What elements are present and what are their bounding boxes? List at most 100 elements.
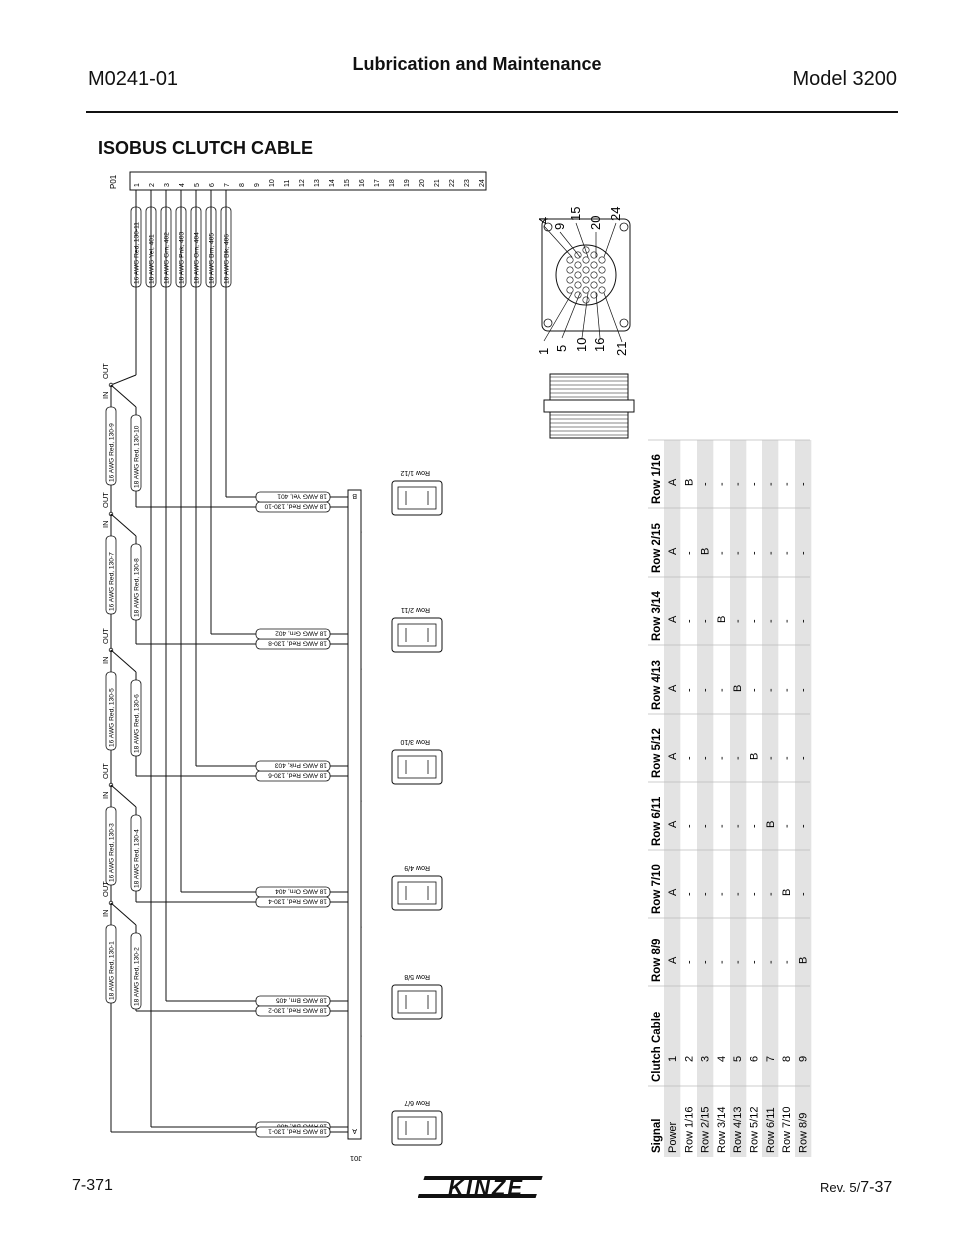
wire-label: 18 AWG Pnk, 403 [275, 762, 327, 769]
p01-pin-label: 12 [299, 179, 306, 187]
table-cell: 1 [667, 1056, 679, 1062]
table-stripe [762, 440, 779, 1157]
table-cell: - [797, 619, 809, 623]
p01-label: P01 [109, 174, 118, 189]
wire-label-box [255, 1005, 331, 1017]
wire-label-box [130, 543, 142, 621]
table-cell: - [732, 482, 744, 486]
table-cell: - [749, 482, 761, 486]
jack-row-label: Row 3/10 [400, 738, 430, 745]
p01-pin-label: 13 [314, 179, 321, 187]
wire-label-box [130, 679, 142, 757]
table-cell: A [667, 615, 679, 623]
table-cell: Row 3/14 [716, 1107, 728, 1153]
connector-face-leader [575, 222, 589, 258]
jack-connector-inner [397, 486, 437, 510]
p01-pin-label: 4 [179, 183, 186, 187]
wire-label: 16 AWG Red, 130-11 [134, 222, 141, 284]
wire-label-box [105, 924, 117, 1004]
splice-out-label: OUT [101, 492, 110, 508]
p01-pin-label: 7 [224, 183, 231, 187]
page-number-left: 7-371 [72, 1177, 113, 1194]
p01-pin-label: 23 [464, 179, 471, 187]
table-cell: - [732, 892, 744, 896]
jack-connector-inner [397, 881, 437, 905]
table-cell: - [732, 756, 744, 760]
wire-label-box [255, 628, 331, 640]
wire-label: 18 AWG Red, 130-8 [268, 640, 327, 647]
wire-label: 18 AWG Pnk, 403 [179, 232, 186, 284]
table-cell: - [749, 892, 761, 896]
wire-label: 18 AWG Red, 130-10 [264, 503, 327, 510]
p01-pin-label: 8 [239, 183, 246, 187]
wire-label-box [105, 671, 117, 751]
table-cell: 7 [765, 1056, 777, 1062]
p01-pin-label: 16 [359, 179, 366, 187]
connector-pin [598, 256, 606, 264]
table-cell: - [749, 551, 761, 555]
p01-pin-label: 1 [134, 183, 141, 187]
table-cell: Row 1/16 [683, 1107, 695, 1153]
connector-pin [566, 256, 574, 264]
wire-label-box [255, 1126, 331, 1138]
mounting-hole [619, 318, 629, 328]
connector-face-leader [561, 292, 581, 339]
wire-label-box [255, 760, 331, 772]
jack-row-label: Row 2/11 [401, 606, 430, 613]
p01-pin-label: 15 [344, 179, 351, 187]
splice-in-label: IN [101, 521, 110, 529]
svg-text:KINZE: KINZE [448, 1175, 524, 1200]
table-cell: - [732, 619, 744, 623]
splice-out-label: OUT [101, 881, 110, 897]
wire-label-box [255, 896, 331, 908]
table-cell: - [765, 619, 777, 623]
table-cell: - [683, 756, 695, 760]
connector-side-thread [549, 373, 629, 401]
connector-face-leader [581, 292, 589, 339]
jack-name: J01 [350, 1154, 362, 1163]
connector-face-label: 21 [614, 342, 629, 356]
connector-pin [582, 276, 590, 284]
connector-pin [598, 266, 606, 274]
p01-pin-label: 20 [419, 179, 426, 187]
revision-label: Rev. 5/7-37 [820, 1179, 892, 1197]
table-cell: - [732, 824, 744, 828]
table-cell: B [797, 957, 809, 964]
table-cell: - [700, 619, 712, 623]
connector-pin [598, 286, 606, 294]
wire-label-box [105, 535, 117, 615]
wire-label: 18 AWG Red, 130-4 [134, 829, 141, 888]
splice-out-wire [110, 902, 137, 926]
table-cell: - [765, 892, 777, 896]
table-cell: - [716, 482, 728, 486]
table-cell: - [781, 824, 793, 828]
page-title: ISOBUS CLUTCH CABLE [98, 138, 313, 158]
table-cell: B [765, 821, 777, 828]
wire-label: 16 AWG Red, 130-5 [109, 688, 116, 747]
jack-connector-body [391, 480, 443, 516]
connector-pin [566, 286, 574, 294]
p01-pin-label: 3 [164, 183, 171, 187]
wire-label-box [255, 491, 331, 503]
wire-label-box [105, 806, 117, 886]
table-header: Row 4/13 [651, 660, 663, 710]
connector-pin [590, 271, 598, 279]
wire-label: 18 AWG Grn, 402 [275, 630, 327, 637]
table-cell: - [683, 824, 695, 828]
p01-pin-label: 10 [269, 179, 276, 187]
table-cell: 9 [797, 1056, 809, 1062]
connector-face-leader [559, 231, 581, 258]
connector-pin [566, 266, 574, 274]
kinze-logo: KINZE [418, 1175, 543, 1200]
jack-connector-inner [397, 1116, 437, 1140]
table-cell: - [765, 960, 777, 964]
table-stripe [730, 440, 747, 1157]
table-cell: - [700, 756, 712, 760]
jack-connector-body [391, 617, 443, 653]
table-header: Row 7/10 [651, 864, 663, 914]
p01-pin-label: 14 [329, 179, 336, 187]
p01-pin-label: 21 [434, 179, 441, 187]
table-cell: - [683, 892, 695, 896]
splice-in-label: IN [101, 657, 110, 665]
